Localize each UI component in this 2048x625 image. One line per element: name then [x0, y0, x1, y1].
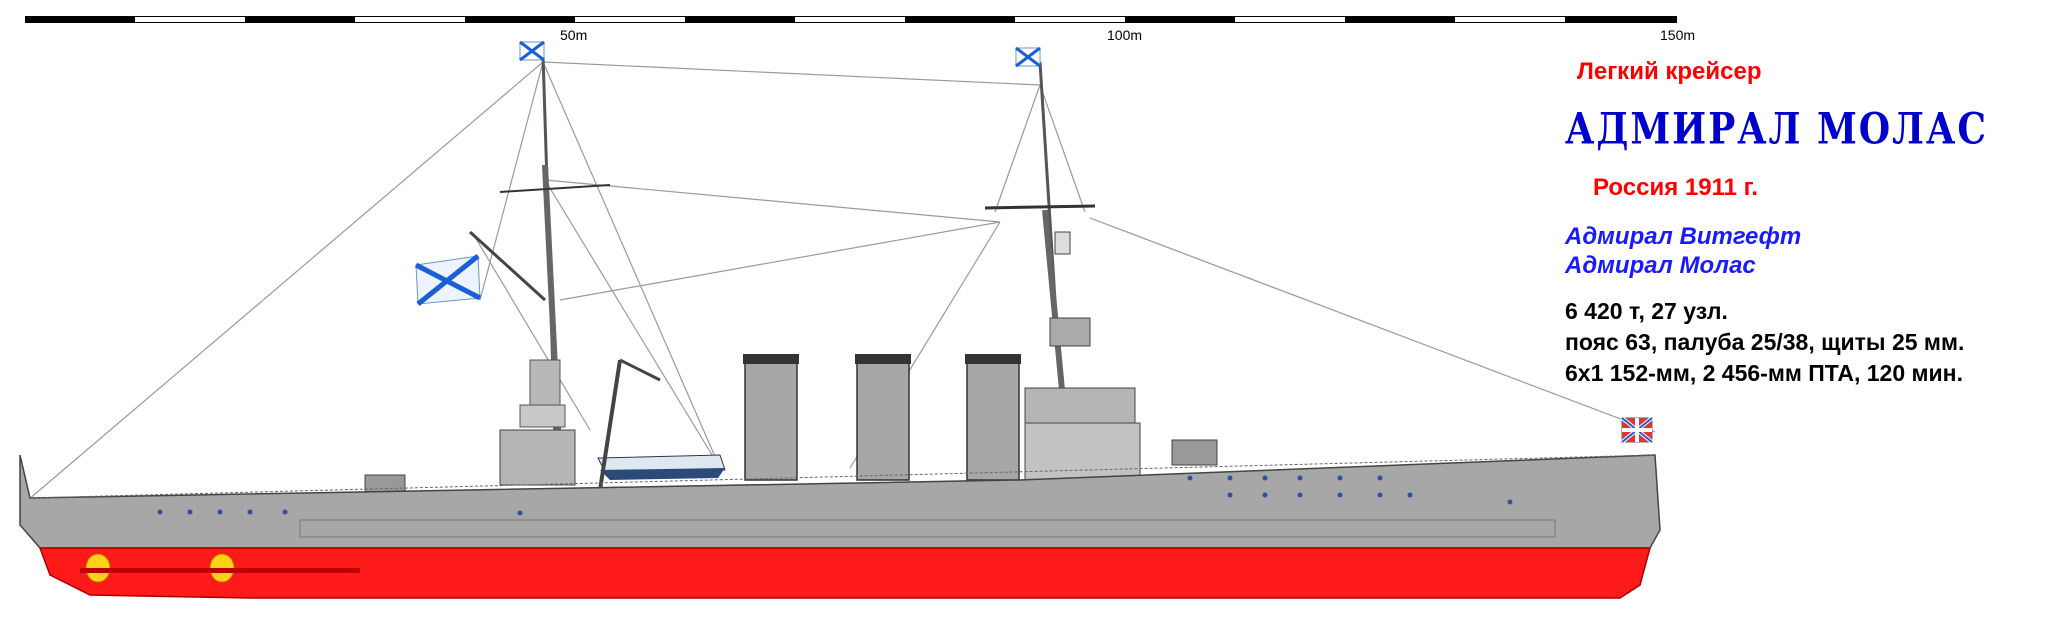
spec-line: пояс 63, палуба 25/38, щиты 25 мм.	[1565, 329, 1965, 355]
andreevsky-flag-icon	[1015, 46, 1041, 68]
scale-label-150m: 150m	[1660, 27, 1696, 43]
info-panel: Легкий крейсер АДМИРАЛ МОЛАС Россия 1911…	[1565, 58, 2045, 389]
spec-line: 6x1 152-мм, 2 456-мм ПТА, 120 мин.	[1565, 360, 1963, 386]
mainmast	[984, 61, 1096, 391]
ship-list-item: Адмирал Витгефт	[1565, 223, 1802, 250]
superstructure	[364, 387, 1218, 498]
ship-boat	[597, 358, 726, 491]
portholes	[157, 475, 1513, 516]
scale-label-50m: 50m	[560, 27, 588, 43]
deck-railing	[29, 454, 1656, 499]
country-year: Россия 1911 г.	[1593, 174, 1758, 201]
ship-type: Легкий крейсер	[1577, 58, 1762, 85]
andreevsky-flag-icon	[519, 40, 545, 62]
ship-name: АДМИРАЛ МОЛАС	[1565, 104, 1988, 155]
scale-bar-icon	[25, 16, 1677, 23]
foremast	[468, 54, 611, 471]
andreevsky-flag-icon	[414, 254, 482, 306]
ship-list-item: Адмирал Молас	[1565, 252, 1756, 279]
hull-topside	[19, 454, 1661, 549]
armor-belt	[299, 519, 1556, 538]
spec-line: 6 420 т, 27 узл.	[1565, 298, 1728, 324]
scale-label-100m: 100m	[1107, 27, 1143, 43]
propellers	[80, 553, 360, 583]
rigging-lines	[27, 61, 1656, 501]
jack-flag-icon	[1620, 416, 1654, 444]
funnels	[743, 354, 1021, 481]
hull-underwater	[38, 547, 1651, 599]
